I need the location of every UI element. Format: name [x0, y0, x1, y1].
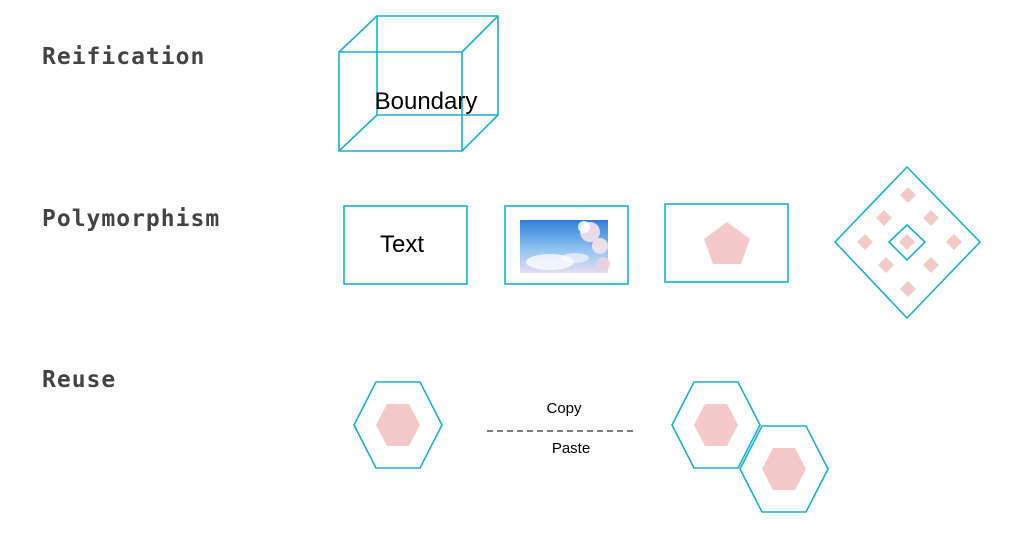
- cube-label: Boundary: [375, 88, 478, 115]
- text-box-label: Text: [380, 231, 424, 258]
- diamond-pattern: [833, 165, 982, 320]
- sky-image: [520, 220, 610, 273]
- heading-polymorphism: Polymorphism: [42, 206, 221, 232]
- paste-label: Paste: [552, 440, 590, 457]
- original-hexagon: [353, 381, 443, 469]
- text-box: [343, 205, 468, 285]
- image-box: [504, 205, 629, 285]
- copy-label: Copy: [546, 400, 582, 417]
- heading-reification: Reification: [42, 44, 206, 70]
- diamond-inner-outline: [887, 223, 927, 262]
- pasted-hexagon-2: [739, 425, 829, 513]
- heading-reuse: Reuse: [42, 367, 117, 393]
- pentagon-shape: [704, 222, 750, 264]
- diamond-outline: [833, 165, 982, 320]
- shape-box: [664, 203, 789, 283]
- boundary-cube: [338, 15, 499, 152]
- pasted-hexagon-1: [671, 381, 761, 469]
